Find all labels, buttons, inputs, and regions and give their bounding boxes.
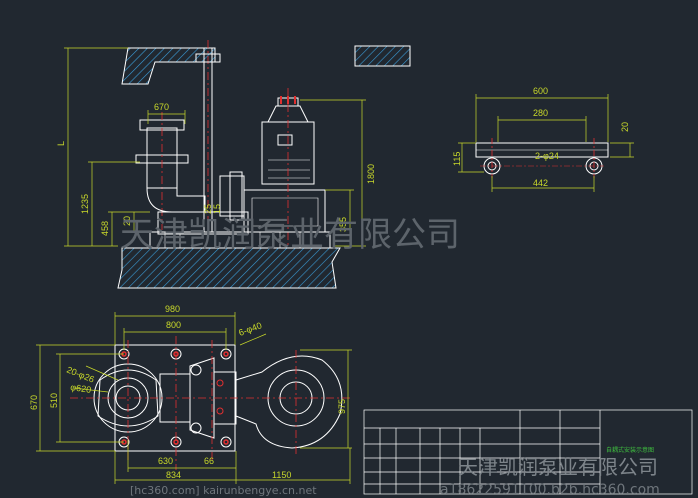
title-block bbox=[363, 409, 693, 495]
foundation-slab bbox=[117, 247, 341, 289]
dim-670-elev: 670 bbox=[154, 102, 169, 112]
rail-support-slab bbox=[121, 47, 216, 85]
dim-20-side: 20 bbox=[620, 122, 630, 132]
dim-800: 800 bbox=[166, 320, 181, 330]
dim-670-plan: 670 bbox=[29, 395, 39, 410]
dim-20-d26: 20-φ26 bbox=[65, 365, 96, 385]
dim-834: 834 bbox=[166, 470, 181, 480]
cover-slab bbox=[354, 45, 411, 67]
dim-l: L bbox=[56, 141, 66, 146]
dim-d620: φ620 bbox=[70, 382, 92, 395]
dim-1235: 1235 bbox=[80, 194, 90, 214]
dim-280: 280 bbox=[533, 108, 548, 118]
dim-15: 15 bbox=[212, 204, 222, 214]
dim-458: 458 bbox=[100, 221, 110, 236]
plan-view: 980 800 6-φ40 20-φ26 φ620 670 510 630 66… bbox=[29, 304, 352, 484]
dim-630: 630 bbox=[158, 456, 173, 466]
dim-25: 25 bbox=[203, 204, 213, 214]
watermark-corner-name: 天津凯润泵业有限公司 bbox=[458, 455, 658, 479]
title-block-name: 自耦式安装示意图 bbox=[606, 446, 654, 454]
dim-600: 600 bbox=[533, 86, 548, 96]
dim-20-elev: 20 bbox=[122, 216, 132, 226]
watermark-bottom-left: [hc360.com] kairunbengye.cn.net bbox=[130, 484, 317, 497]
side-view: 600 280 20 115 2-φ24 442 bbox=[452, 86, 634, 192]
dim-442: 442 bbox=[533, 178, 548, 188]
dim-975: 975 bbox=[337, 399, 347, 414]
elevation-view: 670 L 1235 458 20 25 15 1800 355 bbox=[56, 40, 411, 289]
dim-66: 66 bbox=[204, 456, 214, 466]
watermark-center: 天津凯润泵业有限公司 bbox=[120, 215, 460, 255]
watermark-corner-url: a18622591100.b2b.hc360.com bbox=[440, 482, 660, 498]
dim-1150: 1150 bbox=[272, 470, 291, 480]
dim-115: 115 bbox=[452, 152, 462, 166]
dim-6-d40: 6-φ40 bbox=[237, 320, 263, 338]
dim-2-d24: 2-φ24 bbox=[535, 151, 559, 161]
dim-1800: 1800 bbox=[366, 164, 376, 184]
dim-510: 510 bbox=[49, 393, 59, 408]
dim-355: 355 bbox=[338, 217, 348, 232]
dim-980: 980 bbox=[165, 304, 180, 314]
